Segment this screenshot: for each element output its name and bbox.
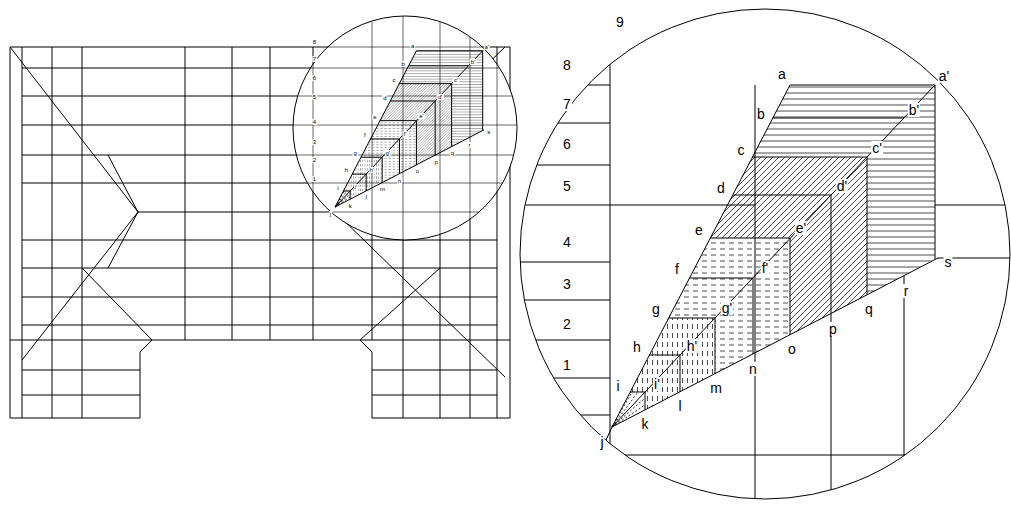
point-label: g: [353, 150, 358, 156]
row-number: 4: [562, 235, 572, 249]
point-label: e: [372, 114, 377, 120]
point-label: m: [379, 186, 386, 192]
point-label: i: [336, 185, 339, 191]
point-label: b: [756, 107, 766, 121]
point-label: a': [938, 69, 950, 83]
row-number: 3: [312, 139, 317, 145]
point-label: c': [453, 77, 459, 83]
point-label: h: [344, 167, 349, 173]
row-number: 1: [312, 176, 317, 182]
point-label: a': [484, 44, 490, 50]
point-label: k: [641, 417, 650, 431]
row-number: 8: [562, 58, 572, 72]
point-label: g': [384, 150, 390, 156]
point-label: e: [694, 223, 704, 237]
inset-circle: [293, 16, 517, 240]
point-label: c: [737, 143, 746, 157]
point-label: n: [397, 178, 402, 184]
point-label: f': [761, 261, 770, 275]
row-number: 1: [562, 358, 572, 372]
point-label: c: [392, 77, 397, 83]
row-number: 4: [312, 119, 317, 125]
point-label: p: [433, 159, 438, 165]
row-number: 8: [312, 39, 317, 45]
point-label: d: [382, 95, 387, 101]
point-label: b: [401, 61, 406, 67]
row-number: 6: [562, 137, 572, 151]
point-label: i': [653, 377, 661, 391]
point-label: l: [364, 194, 367, 200]
point-label: d': [437, 94, 443, 100]
point-label: a: [777, 67, 787, 81]
point-label: q: [450, 150, 455, 156]
point-label: f: [363, 132, 367, 138]
row-number: 7: [562, 97, 572, 111]
point-label: q: [864, 302, 874, 316]
point-label: j: [599, 435, 604, 449]
point-label: d': [836, 179, 848, 193]
point-label: c': [871, 141, 883, 155]
point-label: h': [686, 339, 698, 353]
row-number: 2: [312, 157, 317, 163]
row-number: 5: [562, 179, 572, 193]
point-label: r: [903, 284, 910, 298]
point-label: f: [674, 262, 680, 276]
detail-enlargement: [520, 0, 1011, 508]
point-label: i': [353, 184, 357, 190]
point-label: p: [828, 322, 838, 336]
point-label: i: [615, 379, 620, 393]
point-label: b': [470, 59, 476, 65]
point-label: j: [329, 211, 332, 217]
point-label: e': [795, 221, 807, 235]
row-number: 5: [312, 94, 317, 100]
point-label: d: [716, 181, 726, 195]
detail-inset: [293, 16, 517, 240]
point-label: o: [787, 342, 797, 356]
point-label: k: [348, 203, 353, 209]
row-number: 6: [312, 75, 317, 81]
detail-circle: [520, 9, 1010, 499]
point-label: f': [403, 131, 408, 137]
row-number: 7: [312, 56, 317, 62]
point-label: l: [677, 399, 682, 413]
point-label: h': [368, 167, 374, 173]
row-number: 9: [615, 15, 625, 29]
row-number: 3: [562, 277, 572, 291]
row-number: 2: [562, 317, 572, 331]
point-label: n: [748, 362, 758, 376]
point-label: b': [908, 103, 920, 117]
point-label: o: [415, 168, 420, 174]
point-label: m: [709, 381, 723, 395]
point-label: r: [467, 142, 471, 148]
point-label: a: [410, 43, 415, 49]
point-label: e': [418, 113, 424, 119]
point-label: s: [486, 129, 491, 135]
point-label: g': [721, 301, 733, 315]
point-label: s: [944, 255, 953, 269]
point-label: g: [651, 302, 661, 316]
point-label: h: [632, 340, 642, 354]
